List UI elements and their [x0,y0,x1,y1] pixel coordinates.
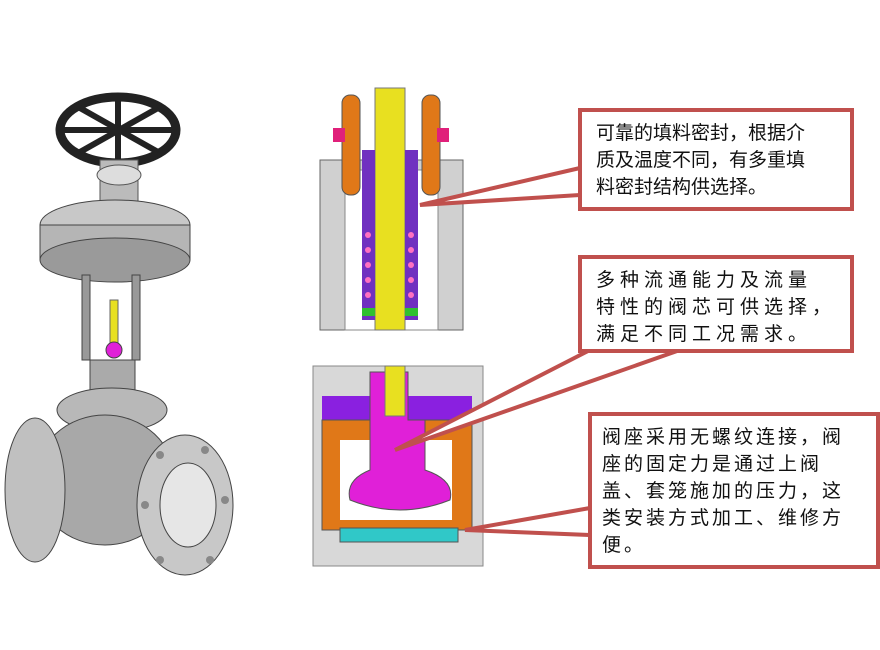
callout-packing-seal: 可靠的填料密封，根据介 质及温度不同，有多重填 料密封结构供选择。 [578,108,854,211]
pointer-seat [464,505,592,538]
callout-text-line: 类安装方式加工、维修方 [602,507,845,529]
callout-text-line: 满足不同工况需求。 [596,323,813,345]
callout-text-line: 阀座采用无螺纹连接，阀 [602,426,845,448]
control-valve-illustration [4,92,234,576]
callout-valve-seat: 阀座采用无螺纹连接，阀 座的固定力是通过上阀 盖、套笼施加的压力，这 类安装方式… [588,412,880,569]
packing-section-view [319,87,464,331]
valve-plug [348,371,452,511]
callout-text-line: 盖、套笼施加的压力，这 [602,480,845,502]
callout-valve-plug: 多种流通能力及流量 特性的阀芯可供选择， 满足不同工况需求。 [578,255,854,353]
callout-text-line: 多种流通能力及流量 [596,269,813,291]
callout-text-line: 便。 [602,534,647,556]
callout-text-line: 可靠的填料密封，根据介 [596,122,806,144]
callout-text-line: 质及温度不同，有多重填 [596,149,806,171]
inlet-flange [4,417,66,563]
valve-stem [374,87,406,331]
callout-text-line: 特性的阀芯可供选择， [596,296,837,318]
callout-text-line: 座的固定力是通过上阀 [602,453,823,475]
plug-seat-section-view [312,365,484,567]
callout-pointers [394,165,681,538]
callout-text-line: 料密封结构供选择。 [596,176,768,198]
